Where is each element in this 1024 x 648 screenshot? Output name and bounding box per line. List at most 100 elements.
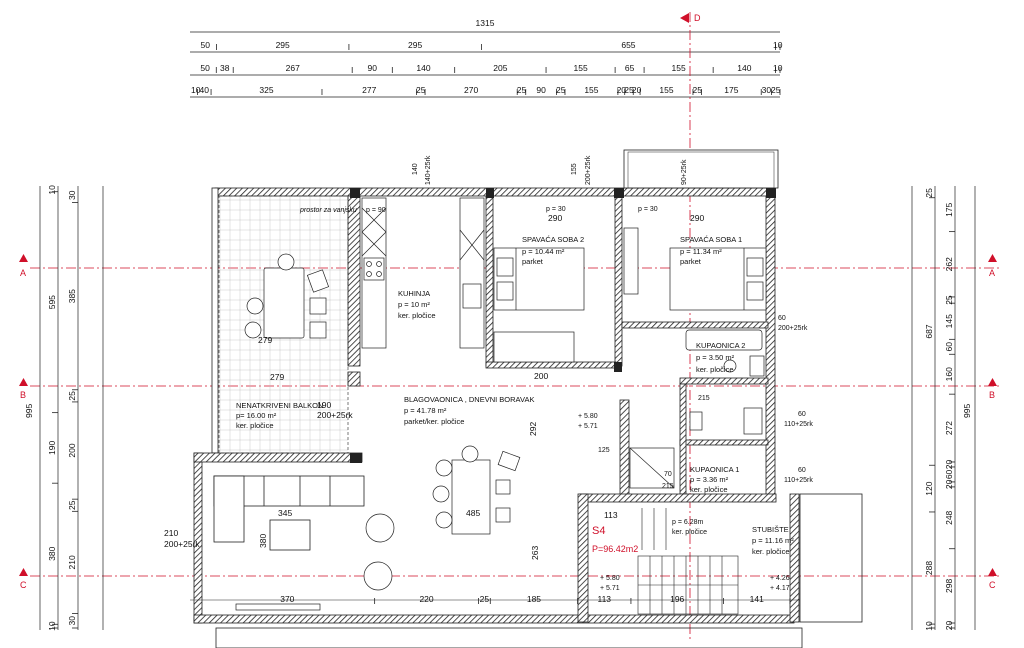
dimension-row-3-label: 270 bbox=[464, 85, 478, 95]
armchair-icon bbox=[365, 513, 395, 543]
right-dimension-label: 120 bbox=[924, 481, 934, 495]
bedroom2-parapet: p = 30 bbox=[546, 206, 566, 213]
wall-bedroom2-left bbox=[485, 195, 494, 367]
right-dimension-label: 20 bbox=[944, 621, 954, 631]
axis-b-left-marker bbox=[19, 378, 28, 386]
chair-icon bbox=[495, 507, 511, 523]
chair-icon bbox=[306, 269, 330, 293]
left-dimension-label: 380 bbox=[47, 546, 57, 560]
balcony-railing-left bbox=[211, 187, 219, 454]
stair-area: p = 11.16 m² bbox=[752, 536, 794, 545]
stair-floor: ker. pločice bbox=[752, 547, 790, 556]
top-window-2-height: 200+25rk bbox=[585, 155, 592, 185]
kitchen-parapet: p = 90 bbox=[366, 207, 386, 214]
stair-name: STUBIŠTE bbox=[752, 525, 789, 534]
column-4 bbox=[766, 188, 776, 198]
right-dimension-label: 20 bbox=[944, 479, 954, 489]
bedroom2-floor: parket bbox=[522, 257, 544, 266]
dimension-row-2-label: 90 bbox=[368, 63, 378, 73]
staircase bbox=[637, 508, 739, 615]
top-window-1-height: 140+25rk bbox=[425, 155, 432, 185]
dimension-row-3-label: 25 bbox=[416, 85, 426, 95]
bath1-floor: ker. pločice bbox=[690, 485, 728, 494]
dimension-row-2-label: 38 bbox=[220, 63, 230, 73]
front-balcony bbox=[623, 149, 779, 189]
bottom-dimension-label: 25 bbox=[480, 594, 490, 604]
dining-table-set bbox=[432, 445, 521, 535]
chair-icon bbox=[309, 297, 327, 315]
bath1-name: KUPAONICA 1 bbox=[690, 465, 739, 474]
dimension-row-3-label: 25 bbox=[517, 85, 527, 95]
dimension-row-3-label: 277 bbox=[362, 85, 376, 95]
unit-name: S4 bbox=[592, 525, 605, 537]
bedroom2-name: SPAVAĆA SOBA 2 bbox=[522, 235, 584, 244]
axis-label-b-right: B bbox=[989, 390, 995, 400]
bedroom2-bed bbox=[493, 247, 585, 363]
bath2-name: KUPAONICA 2 bbox=[696, 341, 745, 350]
left-dimension-label: 25 bbox=[67, 500, 77, 510]
right-dimension-label: 175 bbox=[944, 202, 954, 216]
tv-unit bbox=[235, 603, 321, 611]
axis-a-left-marker bbox=[19, 254, 28, 262]
wall-bath2-top bbox=[621, 321, 769, 329]
right-dimension-chains bbox=[911, 186, 976, 630]
right-dimension-labels: 2568712028810175262251456016027220602024… bbox=[924, 188, 955, 631]
right-dimension-label: 60 bbox=[944, 342, 954, 352]
column-2 bbox=[486, 188, 494, 198]
toilet-icon bbox=[723, 359, 737, 373]
sofa bbox=[213, 475, 365, 551]
wall-bottom bbox=[193, 614, 795, 624]
hall-dim-125: 125 bbox=[598, 447, 610, 454]
right-dimension-label: 60 bbox=[944, 469, 954, 479]
balcony-door-width: 190 bbox=[317, 400, 331, 410]
balcony-name: NENATKRIVENI BALKON bbox=[236, 401, 323, 410]
wall-bath2-bottom bbox=[679, 377, 769, 385]
axis-d-marker bbox=[680, 13, 689, 23]
dimension-row-1-label: 10 bbox=[773, 40, 783, 50]
bedroom1-name: SPAVAĆA SOBA 1 bbox=[680, 235, 742, 244]
axis-label-c-left: C bbox=[20, 580, 27, 590]
bath1-window-b-width: 60 bbox=[798, 467, 806, 474]
dining-area: p = 41.78 m² bbox=[404, 406, 447, 415]
dimension-row-3-label: 25 bbox=[556, 85, 566, 95]
chair-icon bbox=[244, 321, 262, 339]
stove-icon bbox=[363, 257, 385, 281]
stair-level-top: + 4.26 bbox=[770, 575, 790, 582]
top-dimension-chains bbox=[190, 31, 780, 98]
right-dimension-label: 272 bbox=[944, 421, 954, 435]
wall-bath1-top bbox=[679, 439, 769, 446]
living-level-bottom: + 5.71 bbox=[578, 423, 598, 430]
left-dimension-chains bbox=[39, 186, 104, 630]
kitchen-name: KUHINJA bbox=[398, 289, 430, 298]
chair-icon bbox=[435, 459, 453, 477]
toilet-icon bbox=[689, 411, 703, 431]
left-dimension-label: 10 bbox=[47, 621, 57, 631]
top-window-2-width: 155 bbox=[571, 163, 578, 175]
hall-dim-215b: 215 bbox=[662, 483, 674, 490]
axis-a-right-marker bbox=[988, 254, 997, 262]
axis-b-right-marker bbox=[988, 378, 997, 386]
dimension-row-2-label: 205 bbox=[493, 63, 507, 73]
chair-icon bbox=[277, 253, 295, 271]
top-window-3: 90+25rk bbox=[681, 159, 688, 185]
bath1-window-a-width: 60 bbox=[798, 411, 806, 418]
bottom-dimension-label: 220 bbox=[419, 594, 433, 604]
pillow-icon bbox=[746, 281, 764, 301]
right-dimension-label: 10 bbox=[924, 621, 934, 631]
wall-stair-top bbox=[579, 493, 777, 503]
chair-icon bbox=[309, 321, 327, 339]
hall-dim-70: 70 bbox=[664, 471, 672, 478]
washbasin-icon bbox=[743, 407, 763, 435]
kitchen-counter bbox=[361, 197, 387, 349]
balcony-door-height: 200+25rk bbox=[317, 410, 353, 420]
dimension-row-2-label: 140 bbox=[737, 63, 751, 73]
unit-area: P=96.42m2 bbox=[592, 544, 638, 554]
chair-icon bbox=[461, 445, 479, 463]
bottom-dimension-label: 370 bbox=[280, 594, 294, 604]
dimension-row-3-label: 25 bbox=[771, 85, 781, 95]
top-window-1-width: 140 bbox=[412, 163, 419, 175]
balcony-table bbox=[263, 267, 305, 339]
dimension-row-1-label: 655 bbox=[621, 40, 635, 50]
